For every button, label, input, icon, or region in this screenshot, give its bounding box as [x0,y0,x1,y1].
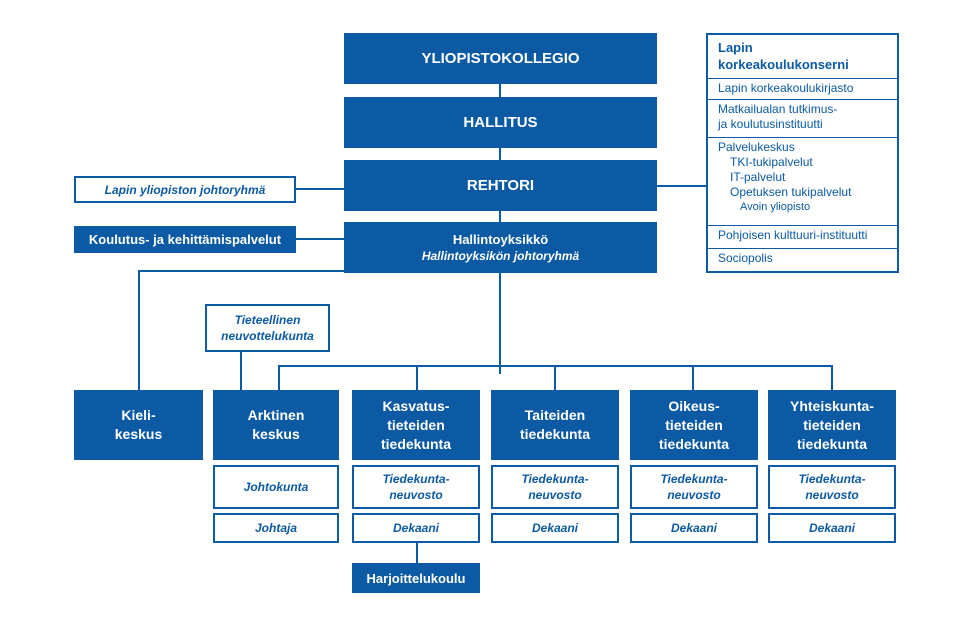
law-council-line1: Tiedekunta- [660,472,728,486]
law-drop [692,365,694,390]
language-center-vertical [138,270,140,390]
law-line3: tiedekunta [658,435,729,452]
soc-council-line2: neuvosto [805,488,859,502]
library-row: Lapin korkeakoulukirjasto [708,79,897,100]
law-line1: Oikeus- [668,397,720,414]
council-connector [240,352,242,390]
service-center-label: Palvelukeskus [718,140,795,154]
northern-culture-label: Pohjoisen kulttuuri-instituutti [718,228,868,242]
law-council-line2: neuvosto [667,488,721,502]
language-center-line1: Kieli- [121,407,156,423]
board-box: HALLITUS [344,97,657,148]
mgmt-group-connector [296,188,344,190]
training-services-box: Koulutus- ja kehittämispalvelut [74,226,296,253]
law-dean-label: Dekaani [670,521,718,535]
consortium-title-line1: Lapin [718,40,753,55]
edu-council-box: Tiedekunta- neuvosto [352,465,480,509]
edu-council-line1: Tiedekunta- [382,472,450,486]
arctic-director-box: Johtaja [213,513,339,543]
tourism-line2: ja koulutusinstituutti [718,117,823,131]
training-services-label: Koulutus- ja kehittämispalvelut [88,232,282,247]
scientific-council-box: Tieteellinen neuvottelukunta [205,304,330,352]
arctic-board-box: Johtokunta [213,465,339,509]
admin-unit-label: Hallintoyksikkö [452,231,549,247]
consortium-panel: Lapin korkeakoulukonserni Lapin korkeako… [706,33,899,273]
edu-line2: tieteiden [387,416,445,433]
art-dean-label: Dekaani [531,521,579,535]
law-line2: tieteiden [665,416,723,433]
tourism-line1: Matkailualan tutkimus- [718,102,838,116]
art-council-line2: neuvosto [528,488,582,502]
training-school-connector [416,543,418,563]
rector-label: REHTORI [466,177,535,194]
sociopolis-row: Sociopolis [708,249,897,269]
soc-dean-box: Dekaani [768,513,896,543]
art-council-box: Tiedekunta- neuvosto [491,465,619,509]
university-college-label: YLIOPISTOKOLLEGIO [421,50,580,67]
admin-unit-box: Hallintoyksikkö Hallintoyksikön johtoryh… [344,222,657,273]
soc-faculty-box: Yhteiskunta- tieteiden tiedekunta [768,390,896,460]
language-center-horizontal [138,270,500,272]
soc-council-line1: Tiedekunta- [798,472,866,486]
edu-line1: Kasvatus- [382,397,450,414]
rector-box: REHTORI [344,160,657,211]
soc-line3: tiedekunta [796,435,867,452]
soc-council-box: Tiedekunta- neuvosto [768,465,896,509]
sociopolis-label: Sociopolis [718,251,773,265]
tourism-institute-row: Matkailualan tutkimus- ja koulutusinstit… [708,100,897,138]
arctic-center-box: Arktinen keskus [213,390,339,460]
arctic-line2: keskus [252,426,300,442]
art-line1: Taiteiden [524,407,586,423]
university-college-box: YLIOPISTOKOLLEGIO [344,33,657,84]
soc-dean-label: Dekaani [808,521,856,535]
consortium-title: Lapin korkeakoulukonserni [708,35,897,79]
library-label: Lapin korkeakoulukirjasto [718,81,854,95]
training-school-label: Harjoittelukoulu [366,570,466,586]
edu-line3: tiedekunta [380,435,451,452]
arctic-director-label: Johtaja [254,521,297,535]
service-center-row: Palvelukeskus TKI-tukipalvelut IT-palvel… [708,138,897,226]
northern-culture-row: Pohjoisen kulttuuri-instituutti [708,226,897,249]
board-label: HALLITUS [463,114,538,131]
soc-line2: tieteiden [803,416,861,433]
training-services-connector [296,238,344,240]
mgmt-group-box: Lapin yliopiston johtoryhmä [74,176,296,203]
tki-label: TKI-tukipalvelut [730,155,813,169]
it-label: IT-palvelut [730,170,786,184]
admin-unit-group-label: Hallintoyksikön johtoryhmä [421,248,580,263]
art-drop [554,365,556,390]
training-school-box: Harjoittelukoulu [352,563,480,593]
art-council-line1: Tiedekunta- [521,472,589,486]
art-dean-box: Dekaani [491,513,619,543]
edu-council-line2: neuvosto [389,488,443,502]
teaching-support-label: Opetuksen tukipalvelut [730,185,852,199]
soc-line1: Yhteiskunta- [789,397,874,414]
open-university-label: Avoin yliopisto [740,201,811,213]
language-center-line2: keskus [114,426,163,442]
edu-faculty-box: Kasvatus- tieteiden tiedekunta [352,390,480,460]
scientific-council-line2: neuvottelukunta [221,329,314,343]
consortium-connector [657,185,706,187]
mgmt-group-label: Lapin yliopiston johtoryhmä [104,182,266,197]
edu-dean-label: Dekaani [392,521,440,535]
soc-drop [831,365,833,390]
art-line2: tiedekunta [519,426,590,442]
edu-dean-box: Dekaani [352,513,480,543]
arctic-line1: Arktinen [247,407,305,423]
law-council-box: Tiedekunta- neuvosto [630,465,758,509]
arctic-board-label: Johtokunta [243,480,309,494]
edu-drop [416,365,418,390]
scientific-council-line1: Tieteellinen [234,313,301,327]
arctic-drop [278,365,280,390]
language-center-box: Kieli- keskus [74,390,203,460]
law-dean-box: Dekaani [630,513,758,543]
consortium-title-line2: korkeakoulukonserni [718,57,849,72]
art-faculty-box: Taiteiden tiedekunta [491,390,619,460]
law-faculty-box: Oikeus- tieteiden tiedekunta [630,390,758,460]
